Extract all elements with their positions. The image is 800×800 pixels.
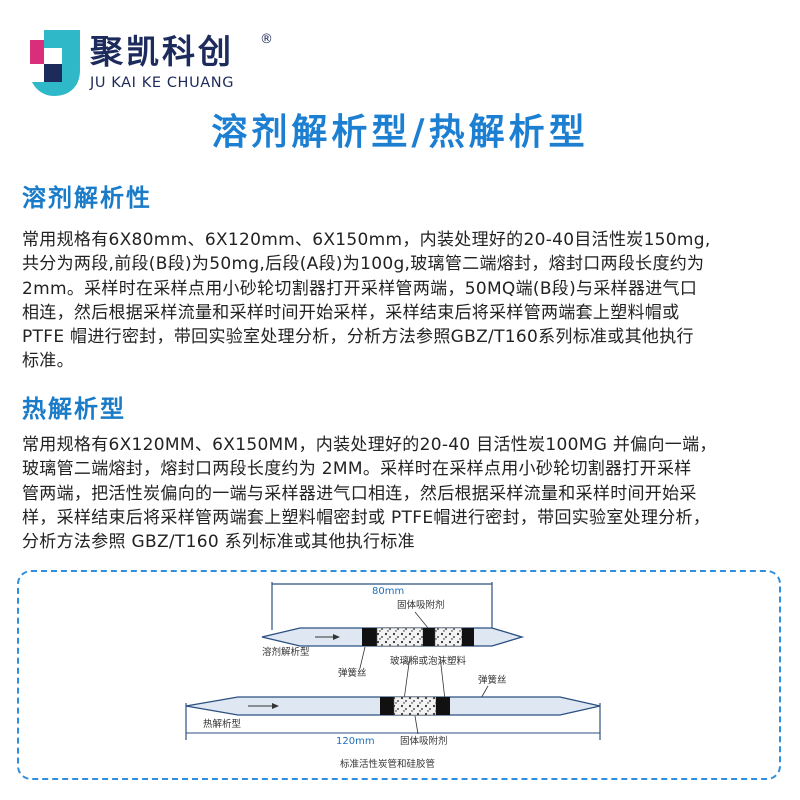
dimension-80mm-label: 80mm: [372, 586, 404, 597]
dimension-120mm-label: 120mm: [336, 736, 375, 747]
brand-logo: 聚凯科创 ® JU KAI KE CHUANG: [30, 30, 290, 100]
thermal-tube: [185, 696, 601, 740]
label-adsorbent-bottom: 固体吸附剂: [400, 735, 448, 747]
section-title-thermal: 热解析型: [22, 395, 126, 423]
logo-mark-icon: [30, 30, 80, 96]
section-body-thermal: 常用规格有6X120MM、6X150MM，内装处理好的20-40 目活性炭100…: [22, 435, 717, 553]
figure-caption: 标准活性炭管和硅胶管: [340, 758, 435, 770]
section-title-solvent: 溶剂解析性: [22, 184, 152, 212]
page-title: 溶剂解析型/热解析型: [211, 112, 589, 153]
label-thermal-tube: 热解析型: [203, 718, 242, 730]
brand-name-cn: 聚凯科创: [90, 32, 234, 71]
solvent-tube: [261, 627, 525, 647]
section-body-solvent: 常用规格有6X80mm、6X120mm、6X150mm，内装处理好的20-40目…: [22, 230, 711, 372]
label-adsorbent-top: 固体吸附剂: [397, 599, 445, 611]
label-spring-left: 弹簧丝: [338, 667, 367, 679]
tube-diagram-frame: [17, 570, 781, 780]
brand-name-en: JU KAI KE CHUANG: [90, 75, 235, 91]
label-solvent-tube: 溶剂解析型: [262, 646, 310, 658]
registered-mark: ®: [260, 32, 273, 47]
dimension-80mm: [271, 582, 493, 630]
label-spring-right: 弹簧丝: [478, 674, 507, 686]
label-glasswool: 玻璃棉或泡沫塑料: [390, 655, 467, 667]
